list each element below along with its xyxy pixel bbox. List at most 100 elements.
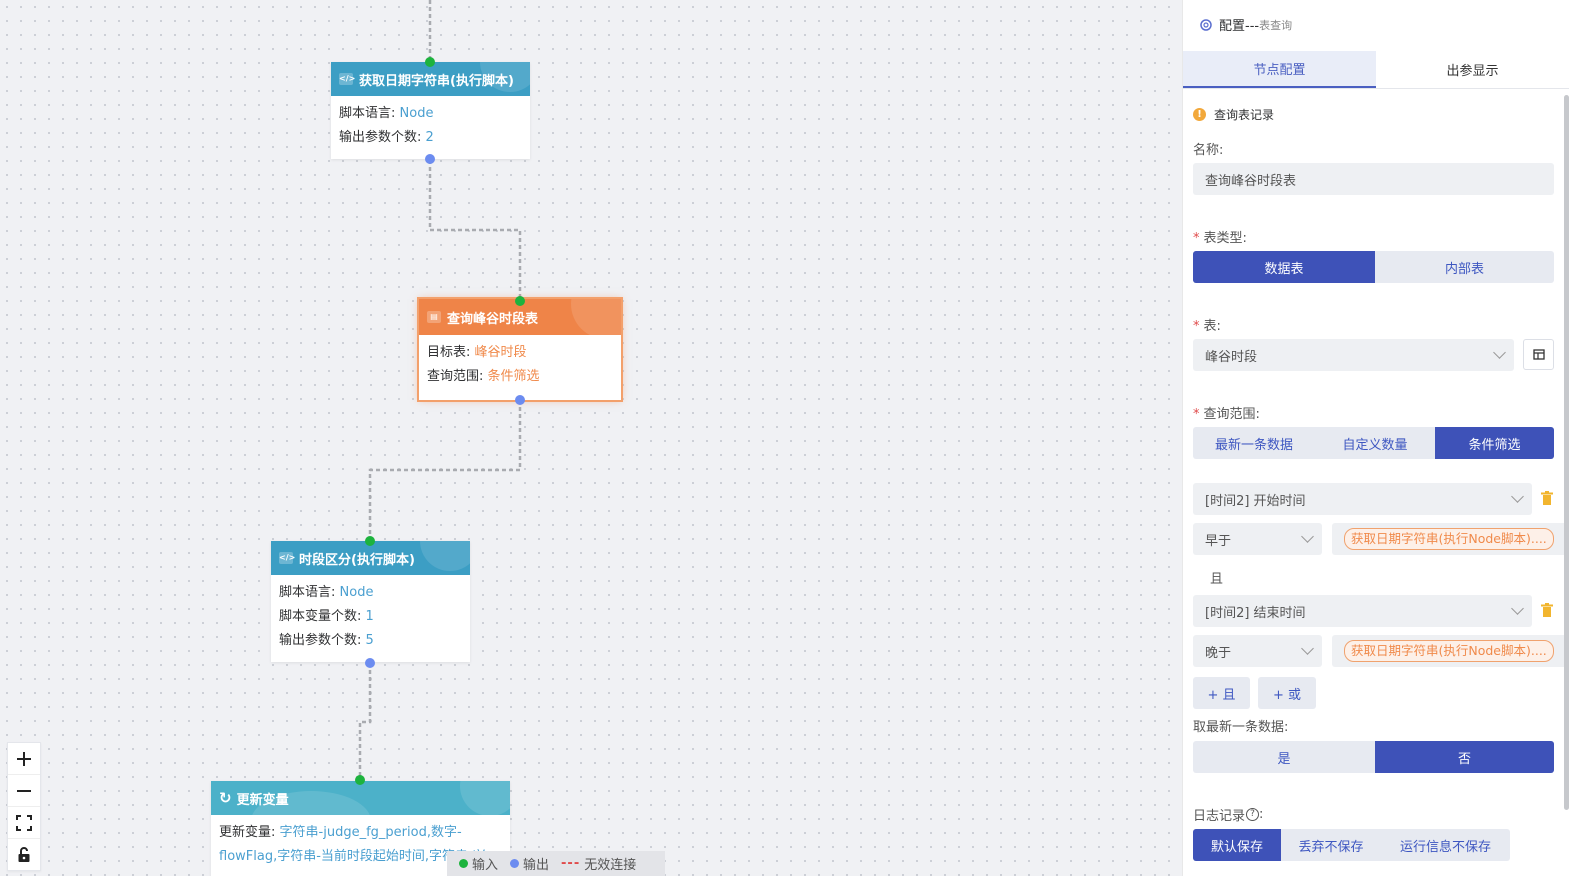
option-yes[interactable]: 是 [1277,751,1291,767]
condition-field-select[interactable]: [时间2] 结束时间 [1193,595,1532,627]
info-row: ! 查询表记录 [1193,106,1274,123]
option-discard[interactable]: 丢弃不保存 [1298,839,1364,855]
node-row-value: 1 [365,609,374,624]
legend-input: 输入 [472,858,499,873]
condition-operator-value: 晚于 [1205,645,1232,661]
condition-operator-select[interactable]: 晚于 [1193,635,1322,667]
node-row-label: 查询范围: [427,369,484,384]
log-label: 日志记录 ?: [1193,807,1264,824]
output-port[interactable] [425,154,435,164]
trash-icon[interactable] [1541,603,1553,617]
config-panel: 配置---表查询 节点配置 出参显示 ! 查询表记录 名称: 查询峰谷时段表 *… [1182,0,1569,876]
legend-output: 输出 [523,858,550,873]
node-header: </> 获取日期字符串(执行脚本) [331,62,530,96]
plus-icon [17,751,31,766]
flow-node-period-split[interactable]: </> 时段区分(执行脚本) 脚本语言: Node 脚本变量个数: 1 输出参数… [271,541,470,662]
condition-value-field[interactable]: 获取日期字符串(执行Node脚本).... [1332,635,1569,667]
condition-operator-select[interactable]: 早于 [1193,523,1322,555]
warning-icon: ! [1193,108,1206,121]
node-title: 时段区分(执行脚本) [299,552,415,568]
node-row-label: 输出参数个数: [339,130,422,145]
option-no[interactable]: 否 [1375,741,1554,773]
output-port[interactable] [515,395,525,405]
zoom-in-button[interactable] [8,743,40,775]
option-data-table[interactable]: 数据表 [1193,251,1375,283]
connection-lines [358,0,522,780]
edge-2-3 [368,400,522,541]
log-toggle: 默认保存 丢弃不保存 运行信息不保存 [1193,829,1510,861]
option-internal-table[interactable]: 内部表 [1444,261,1484,277]
table-select[interactable]: 峰谷时段 [1193,339,1514,371]
input-port[interactable] [425,57,435,67]
refresh-icon: ↻ [219,789,232,807]
zoom-controls [7,742,41,871]
node-header: ↻ 更新变量 [211,781,510,815]
table-type-label: *表类型: [1193,231,1247,246]
output-dot-icon [510,859,520,868]
condition-value-field[interactable]: 获取日期字符串(执行Node脚本).... [1332,523,1569,555]
lock-icon [18,846,30,862]
option-latest-one[interactable]: 最新一条数据 [1214,437,1293,453]
node-title: 更新变量 [236,792,289,808]
flow-node-get-date-string[interactable]: </> 获取日期字符串(执行脚本) 脚本语言: Node 输出参数个数: 2 [331,62,530,159]
zoom-out-button[interactable] [8,775,40,807]
panel-subtitle: 表查询 [1259,18,1293,32]
variable-tag[interactable]: 获取日期字符串(执行Node脚本).... [1344,528,1554,550]
range-toggle: 最新一条数据 自定义数量 条件筛选 [1193,427,1554,459]
gear-icon [1200,18,1212,31]
help-icon[interactable]: ? [1246,808,1260,821]
chevron-down-icon [1301,530,1314,543]
node-row-label: 脚本语言: [279,585,336,600]
condition-field-value: [时间2] 结束时间 [1205,605,1306,621]
option-default-save[interactable]: 默认保存 [1193,829,1281,861]
open-table-button[interactable] [1523,339,1554,370]
panel-title: 配置--- [1219,19,1260,34]
trash-icon[interactable] [1541,491,1553,505]
tab-output-params[interactable]: 出参显示 [1446,64,1499,79]
table-icon: ▤ [427,311,441,323]
add-and-button[interactable]: + 且 [1193,677,1250,709]
fullscreen-icon [16,814,32,831]
node-row-value: 峰谷时段 [474,345,527,360]
node-row-value: 条件筛选 [487,369,540,384]
node-row-label: 更新变量: [219,825,276,840]
node-row-label: 脚本变量个数: [279,609,362,624]
option-custom-count[interactable]: 自定义数量 [1342,437,1408,453]
node-title: 获取日期字符串(执行脚本) [359,73,514,89]
tab-node-config[interactable]: 节点配置 [1183,51,1376,88]
option-condition-filter[interactable]: 条件筛选 [1435,427,1554,459]
panel-header: 配置---表查询 [1199,15,1292,34]
add-or-button[interactable]: + 或 [1258,677,1316,709]
panel-tabs: 节点配置 出参显示 [1183,51,1569,89]
fit-view-button[interactable] [8,807,40,839]
and-connector: 且 [1210,572,1224,587]
node-header: </> 时段区分(执行脚本) [271,541,470,575]
edge-1-2 [428,160,522,301]
input-port[interactable] [355,775,365,785]
node-row-value: Node [339,585,374,600]
flow-node-query-peak-valley[interactable]: ▤ 查询峰谷时段表 目标表: 峰谷时段 查询范围: 条件筛选 [419,299,621,400]
variable-tag[interactable]: 获取日期字符串(执行Node脚本).... [1344,640,1554,662]
chevron-down-icon [1301,642,1314,655]
node-row-label: 目标表: [427,345,471,360]
option-no-runtime-info[interactable]: 运行信息不保存 [1399,839,1491,855]
table-label: *表: [1193,319,1221,334]
info-text: 查询表记录 [1214,108,1275,122]
chevron-down-icon [1511,490,1524,503]
lock-button[interactable] [8,839,40,870]
node-row-value: 5 [365,633,374,648]
node-row-value: Node [399,106,434,121]
node-row-label: 脚本语言: [339,106,396,121]
panel-scrollbar[interactable] [1564,95,1569,810]
output-port[interactable] [365,658,375,668]
input-port[interactable] [515,296,525,306]
name-input[interactable]: 查询峰谷时段表 [1193,163,1554,195]
node-row-value: 字符串-judge_fg_period,数字-flowFlag,字符串-当前时段… [219,825,486,864]
condition-field-select[interactable]: [时间2] 开始时间 [1193,483,1532,515]
name-label: 名称: [1193,143,1224,158]
connection-legend: 输入 输出 ---无效连接 [447,851,665,876]
latest-label: 取最新一条数据: [1193,720,1289,735]
input-port[interactable] [365,536,375,546]
flow-node-update-variable[interactable]: ↻ 更新变量 更新变量: 字符串-judge_fg_period,数字-flow… [211,781,510,876]
flow-canvas[interactable]: </> 获取日期字符串(执行脚本) 脚本语言: Node 输出参数个数: 2 ▤… [0,0,1182,876]
